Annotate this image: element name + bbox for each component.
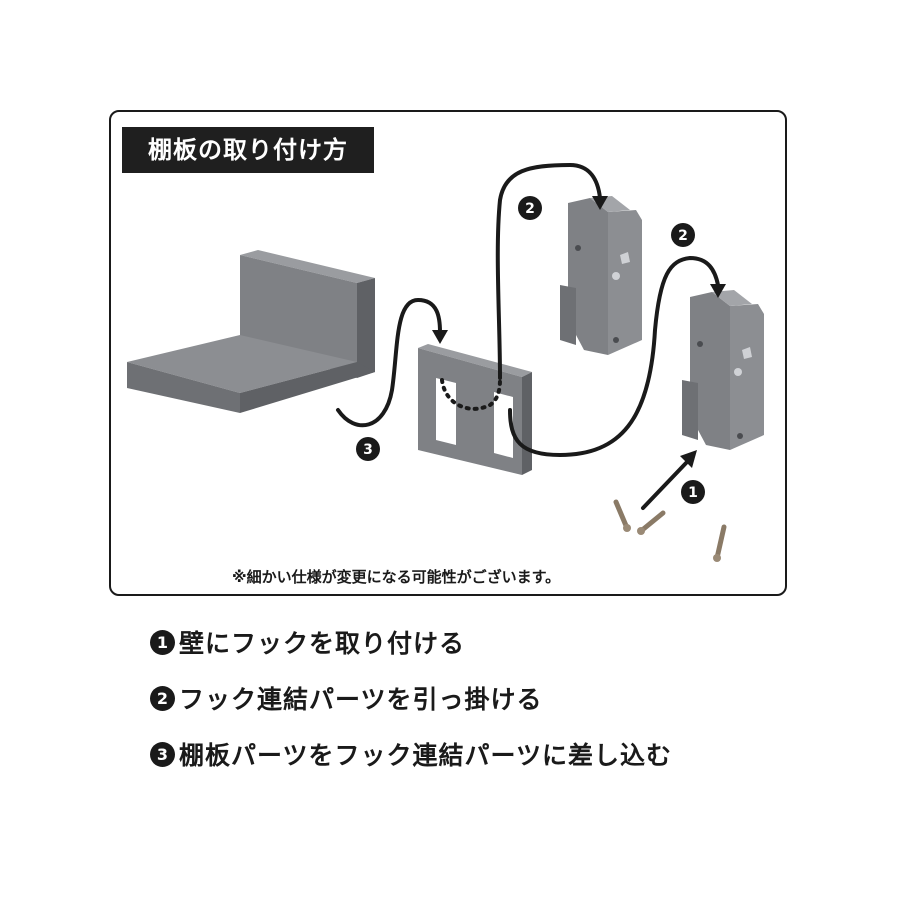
step-item-1: 1 壁にフックを取り付ける xyxy=(150,622,672,662)
arrow-step2-lower xyxy=(508,255,720,458)
arrow-step2-upper xyxy=(495,162,602,380)
svg-text:3: 3 xyxy=(363,442,373,458)
step-text: フック連結パーツを引っ掛ける xyxy=(179,685,543,714)
arrowhead-step2-upper xyxy=(592,196,608,210)
arrow-step3 xyxy=(336,297,442,428)
step-text: 棚板パーツをフック連結パーツに差し込む xyxy=(179,741,673,770)
arrowhead-step3 xyxy=(432,330,448,344)
step-number: 2 xyxy=(150,685,175,711)
step-list: 1 壁にフックを取り付ける 2 フック連結パーツを引っ掛ける 3 棚板パーツをフ… xyxy=(150,622,672,790)
svg-text:2: 2 xyxy=(525,201,535,217)
diagram-title: 棚板の取り付け方 xyxy=(122,127,374,173)
arrow-step1 xyxy=(641,460,689,510)
arrow-dotted xyxy=(440,376,502,411)
spec-change-note: ※細かい仕様が変更になる可能性がございます。 xyxy=(232,568,561,586)
screws xyxy=(613,499,727,562)
arrowhead-step1 xyxy=(680,450,697,468)
step-item-3: 3 棚板パーツをフック連結パーツに差し込む xyxy=(150,734,672,774)
arrow-paths xyxy=(336,162,720,510)
step-text: 壁にフックを取り付ける xyxy=(179,629,466,658)
hook-part-upper xyxy=(560,196,642,355)
badge-step2-lower: 2 xyxy=(671,223,695,247)
svg-text:2: 2 xyxy=(678,228,688,244)
step-number: 1 xyxy=(150,629,175,655)
step-item-2: 2 フック連結パーツを引っ掛ける xyxy=(150,678,672,718)
arrowhead-step2-lower xyxy=(710,284,726,298)
badge-step1: 1 xyxy=(681,480,705,504)
hook-part-lower xyxy=(682,290,764,450)
badge-step3: 3 xyxy=(356,437,380,461)
badge-step2-upper: 2 xyxy=(518,196,542,220)
shelf-part xyxy=(127,250,375,413)
svg-text:1: 1 xyxy=(688,485,698,501)
step-number: 3 xyxy=(150,741,175,767)
